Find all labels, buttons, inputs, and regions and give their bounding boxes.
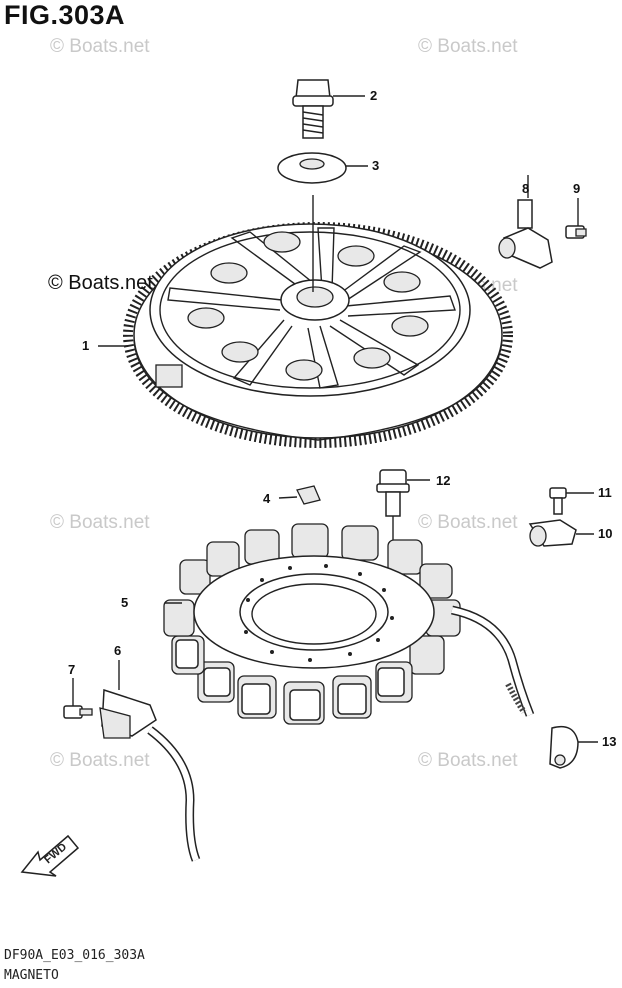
figure-title: FIG.303A — [4, 0, 126, 30]
callout-3[interactable]: 3 — [372, 158, 380, 173]
callout-7[interactable]: 7 — [68, 662, 76, 677]
watermark: © Boats.net — [418, 512, 518, 533]
callout-12[interactable]: 12 — [436, 473, 451, 488]
washer-part[interactable] — [277, 152, 368, 184]
flywheel-part[interactable] — [123, 222, 513, 448]
flywheel-bolt-part[interactable] — [292, 79, 365, 139]
watermark: © Boats.net — [418, 750, 518, 771]
callout-10[interactable]: 10 — [598, 526, 613, 541]
callout-1[interactable]: 1 — [82, 338, 90, 353]
watermark: © Boats.net — [418, 36, 518, 57]
pulser-coil-part[interactable] — [99, 660, 201, 862]
callout-2[interactable]: 2 — [370, 88, 378, 103]
pulser-screw-part[interactable] — [63, 678, 93, 719]
stator-part[interactable] — [163, 523, 535, 725]
callout-6[interactable]: 6 — [114, 643, 122, 658]
wire-clip-part[interactable] — [549, 725, 598, 769]
callout-9[interactable]: 9 — [573, 181, 581, 196]
watermark: © Boats.net — [50, 750, 150, 771]
fwd-arrow-icon: FWD — [20, 834, 80, 877]
sensor-part[interactable] — [498, 175, 553, 269]
key-part[interactable] — [278, 485, 321, 505]
callout-5[interactable]: 5 — [121, 595, 129, 610]
diagram-name: MAGNETO — [4, 968, 59, 983]
sensor-screw-part[interactable] — [565, 198, 587, 239]
copyright-text: © Boats.net — [48, 272, 153, 294]
clamp-bolt-part[interactable] — [549, 487, 594, 515]
callout-4[interactable]: 4 — [263, 491, 271, 506]
watermark: © Boats.net — [50, 512, 150, 533]
callout-11[interactable]: 11 — [598, 485, 612, 500]
callout-8[interactable]: 8 — [522, 181, 530, 196]
wire-clamp-part[interactable] — [528, 519, 594, 547]
watermark: © Boats.net — [50, 36, 150, 57]
diagram-code: DF90A_E03_016_303A — [4, 948, 145, 963]
callout-13[interactable]: 13 — [602, 734, 617, 749]
